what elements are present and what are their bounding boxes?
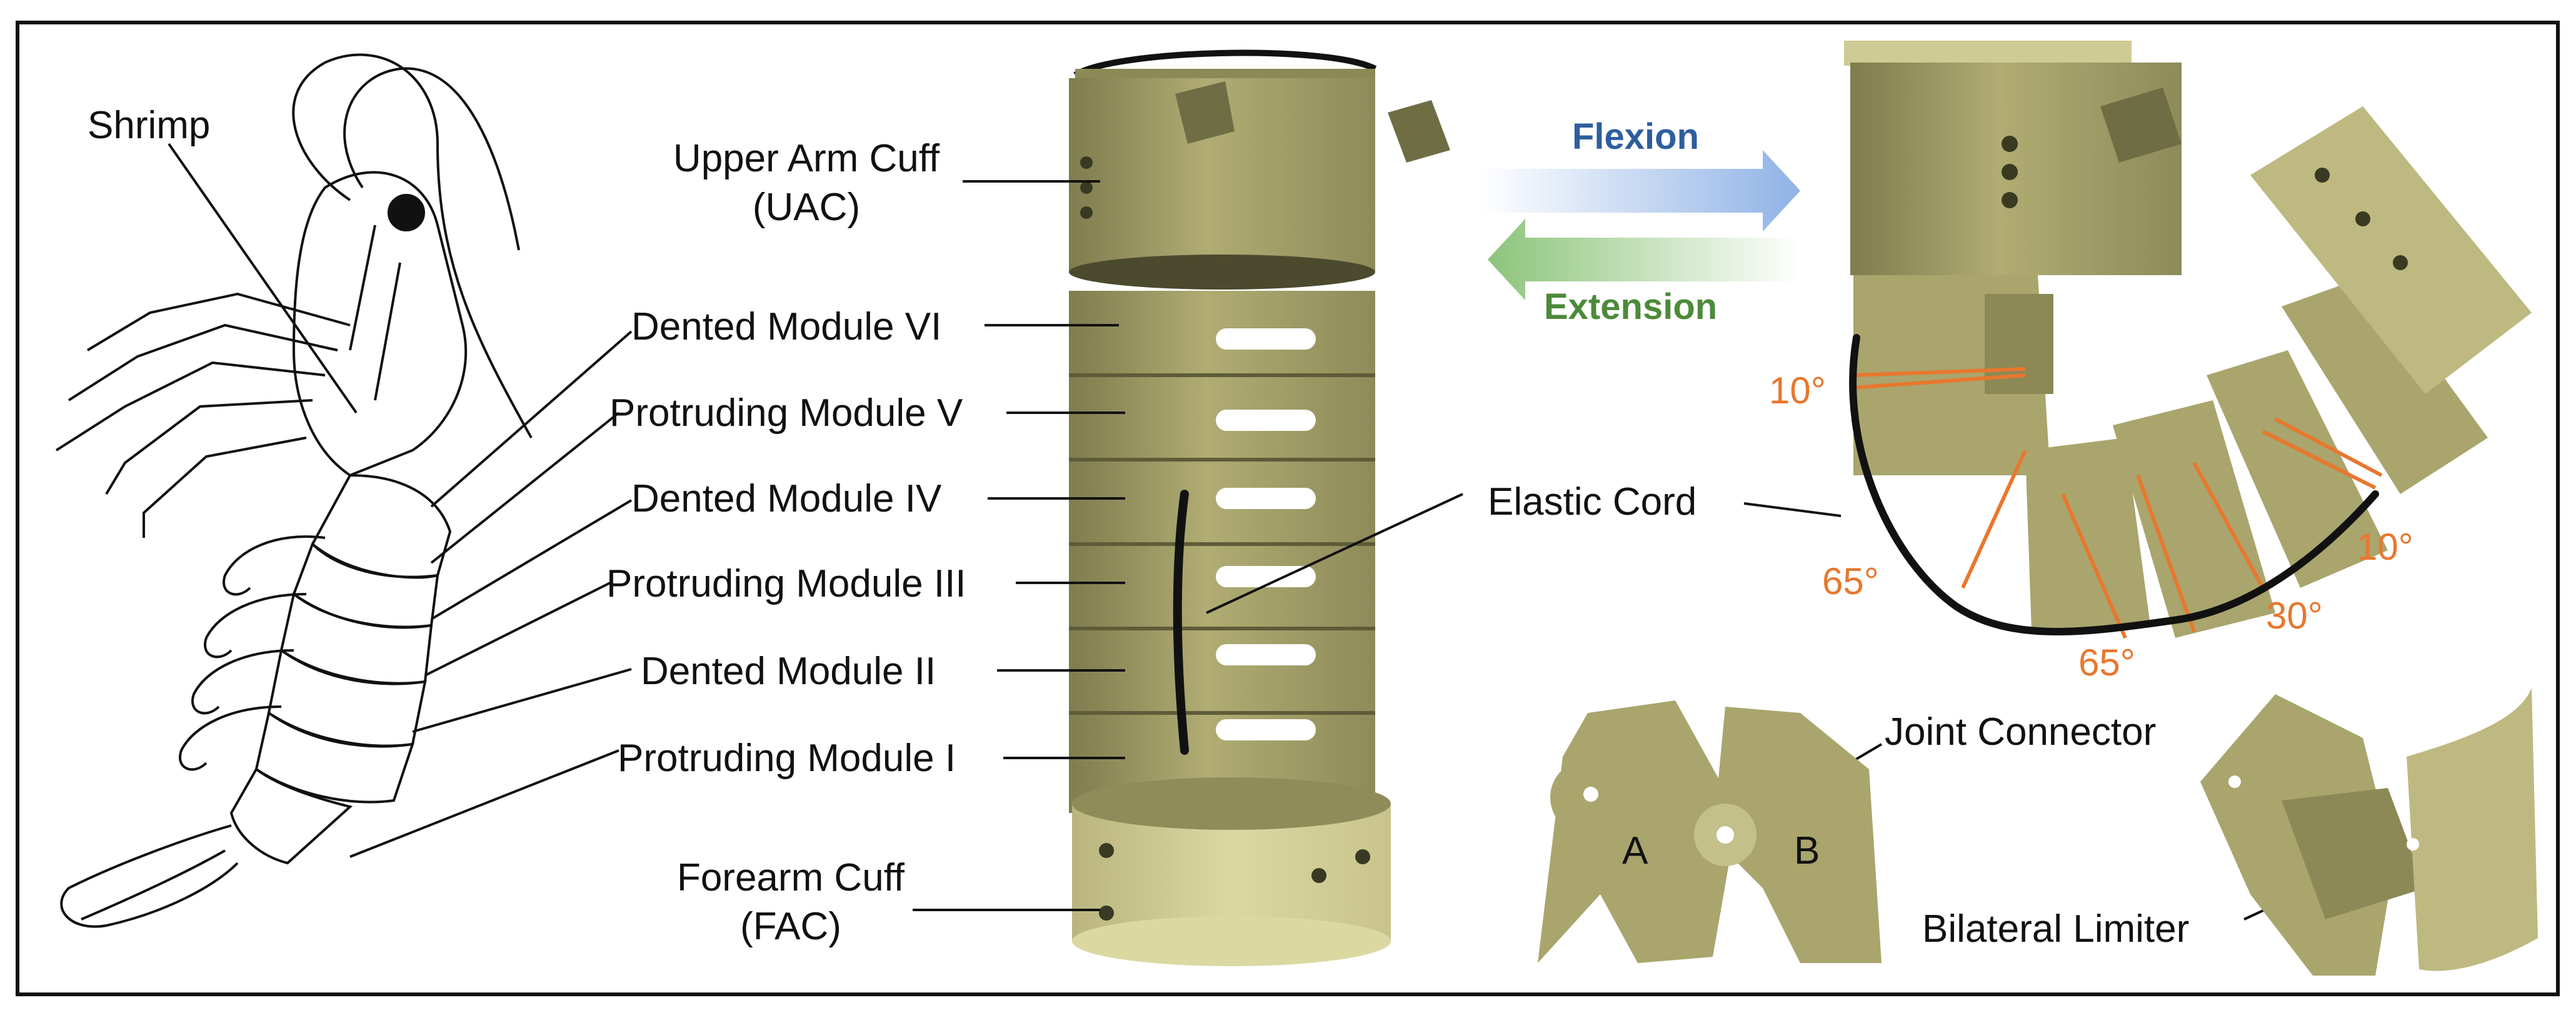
angle-label-65-bottom: 65° [2078,642,2135,684]
joint-connector-label: Joint Connector [1885,710,2157,754]
forearm-cuff-label-line2: (FAC) [740,904,841,948]
angle-label-30: 30° [2266,595,2323,637]
part-b-label: B [1794,829,1820,872]
shrimp-illustration [55,53,533,928]
flexion-label: Flexion [1572,116,1700,157]
upper-arm-cuff-label: Upper Arm Cuff (UAC) [644,134,969,231]
extension-label: Extension [1544,286,1718,327]
upper-arm-cuff-label-line1: Upper Arm Cuff [673,137,940,180]
angle-label-10-upper: 10° [1769,370,1826,412]
brace-render [1069,49,1450,966]
elastic-cord-label: Elastic Cord [1488,480,1697,523]
extension-arrow [1488,219,1800,300]
joint-connector-detail [1538,700,1882,963]
outer-border [16,21,2560,996]
part-a-label: A [1622,829,1648,872]
shrimp-leader-lines [168,143,633,858]
shrimp-label: Shrimp [88,104,211,147]
protruding-module-i-label: Protruding Module I [618,737,956,780]
bilateral-limiter-label: Bilateral Limiter [1922,907,2190,951]
dented-module-ii-label: Dented Module II [641,650,936,693]
brace-leader-lines [913,180,1463,911]
angle-label-65-left: 65° [1822,560,1879,602]
dented-module-vi-label: Dented Module VI [631,305,942,348]
bilateral-limiter-detail [2200,688,2538,976]
dented-module-iv-label: Dented Module IV [631,477,942,520]
flexion-arrow [1481,150,1800,231]
protruding-module-iii-label: Protruding Module III [606,562,966,605]
protruding-module-v-label: Protruding Module V [609,391,963,435]
forearm-cuff-label-line1: Forearm Cuff [676,856,905,899]
flexed-brace-render [1844,41,2532,639]
upper-arm-cuff-label-line2: (UAC) [752,185,861,229]
angle-label-10-right: 10° [2357,526,2413,568]
forearm-cuff-label: Forearm Cuff (FAC) [650,854,931,951]
